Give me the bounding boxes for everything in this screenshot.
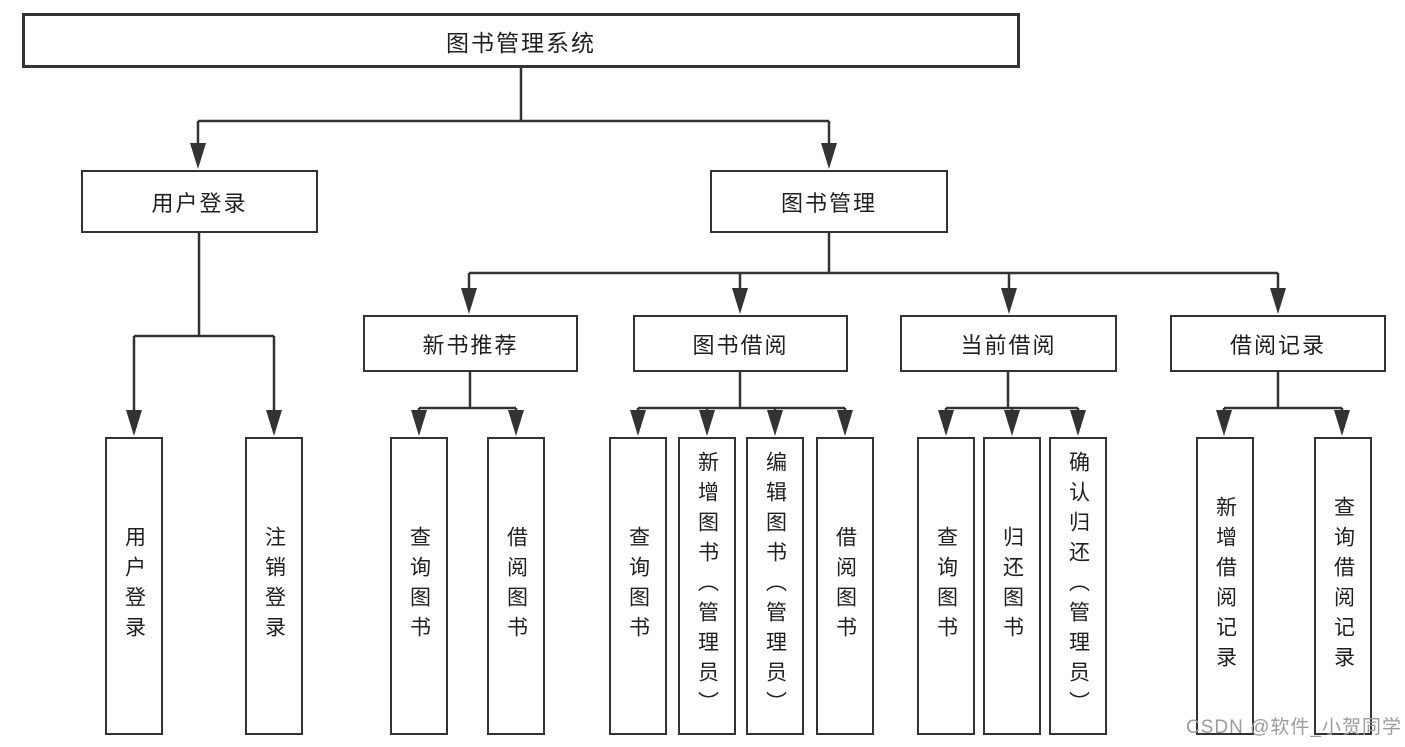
node-user-login: 用户登录 xyxy=(81,170,318,233)
node-new-book-recommend: 新书推荐 xyxy=(363,315,578,372)
leaf-confirm-return-admin: 确认归还（管理员） xyxy=(1049,437,1107,735)
node-label: 确认归还（管理员） xyxy=(1066,451,1090,721)
node-label: 新增图书（管理员） xyxy=(695,451,719,721)
node-label: 借阅图书 xyxy=(833,526,857,646)
leaf-logout: 注销登录 xyxy=(245,437,303,735)
leaf-query-books-recommend: 查询图书 xyxy=(390,437,448,735)
leaf-borrow-books: 借阅图书 xyxy=(816,437,874,735)
node-label: 当前借阅 xyxy=(960,332,1057,358)
node-book-management: 图书管理 xyxy=(710,170,948,233)
node-label: 图书借阅 xyxy=(692,332,789,358)
leaf-add-books-admin: 新增图书（管理员） xyxy=(678,437,736,735)
leaf-add-borrow-record: 新增借阅记录 xyxy=(1196,437,1254,735)
leaf-query-books-current: 查询图书 xyxy=(917,437,975,735)
node-label: 用户登录 xyxy=(122,526,146,646)
node-label: 查询图书 xyxy=(934,526,958,646)
node-label: 编辑图书（管理员） xyxy=(763,451,787,721)
arrowhead-icons xyxy=(126,143,1350,436)
node-label: 新书推荐 xyxy=(422,332,519,358)
node-label: 图书管理系统 xyxy=(446,29,596,56)
leaf-query-borrow-record: 查询借阅记录 xyxy=(1314,437,1372,735)
node-label: 图书管理 xyxy=(780,190,877,216)
node-label: 新增借阅记录 xyxy=(1213,496,1237,676)
csdn-watermark: CSDN @软件_小贺同学 xyxy=(1186,717,1402,738)
leaf-user-login: 用户登录 xyxy=(105,437,163,735)
node-label: 用户登录 xyxy=(151,190,248,216)
node-current-borrow: 当前借阅 xyxy=(900,315,1117,372)
leaf-query-books-borrow: 查询图书 xyxy=(609,437,667,735)
node-borrow-records: 借阅记录 xyxy=(1170,315,1386,372)
node-library-system-root: 图书管理系统 xyxy=(22,13,1020,68)
node-label: 查询图书 xyxy=(407,526,431,646)
node-label: 注销登录 xyxy=(262,526,286,646)
leaf-edit-books-admin: 编辑图书（管理员） xyxy=(746,437,804,735)
leaf-borrow-books-recommend: 借阅图书 xyxy=(487,437,545,735)
node-label: 查询图书 xyxy=(626,526,650,646)
node-label: 归还图书 xyxy=(1000,526,1024,646)
leaf-return-books: 归还图书 xyxy=(983,437,1041,735)
node-label: 查询借阅记录 xyxy=(1331,496,1355,676)
node-label: 借阅记录 xyxy=(1229,332,1326,358)
node-label: 借阅图书 xyxy=(504,526,528,646)
node-book-borrow: 图书借阅 xyxy=(633,315,848,372)
